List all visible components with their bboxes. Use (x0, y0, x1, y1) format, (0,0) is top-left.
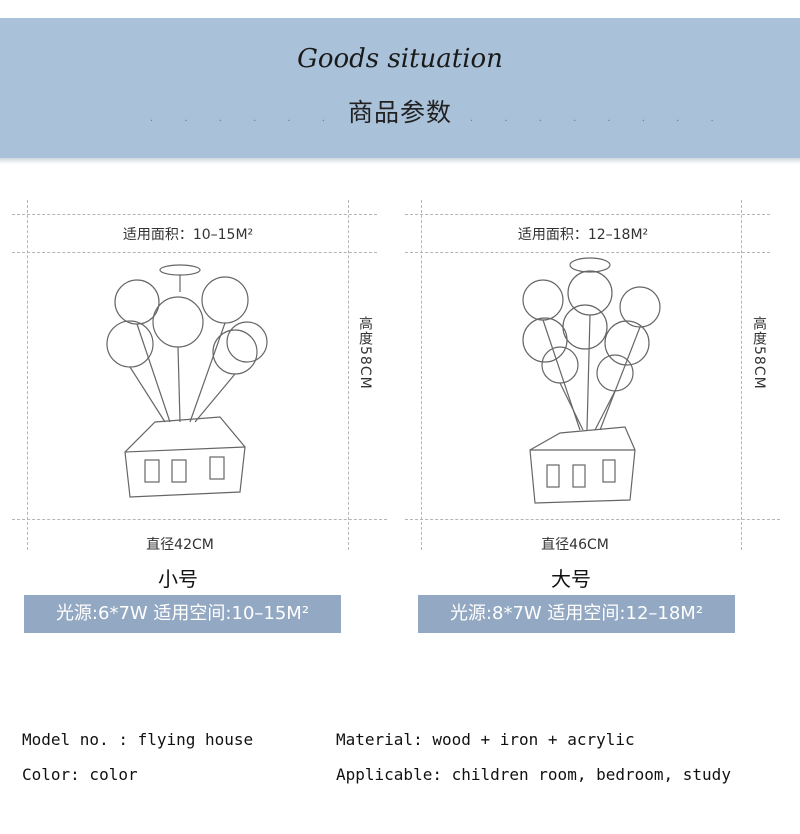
material-info: Material: wood + iron + acrylic (336, 730, 635, 749)
guide-line (421, 200, 422, 550)
balloon-house-lamp-small (106, 264, 268, 498)
spec-bar-small: 光源:6*7W 适用空间:10–15M² (24, 595, 341, 633)
decorative-dots-right: · · · · · · · · (470, 116, 728, 127)
guide-line (27, 200, 28, 550)
decorative-dots-left: · · · · · · · · (150, 116, 408, 127)
height-label: 高度58CM (357, 316, 373, 390)
header-banner (0, 18, 800, 160)
spec-bar-large: 光源:8*7W 适用空间:12–18M² (418, 595, 735, 633)
guide-line (405, 519, 780, 520)
area-label: 适用面积：12–18M² (517, 227, 649, 243)
height-label: 高度58CM (751, 316, 767, 390)
diameter-label: 直径46CM (541, 537, 609, 553)
size-name-large: 大号 (551, 567, 591, 591)
diameter-label: 直径42CM (146, 537, 214, 553)
guide-line (348, 200, 349, 550)
title-chinese: 商品参数 (347, 98, 452, 127)
banner-shadow (0, 158, 800, 164)
applicable-info: Applicable: children room, bedroom, stud… (336, 765, 731, 784)
guide-line (405, 214, 770, 215)
guide-line (12, 252, 377, 253)
balloon-house-lamp-large (522, 257, 661, 504)
guide-line (12, 214, 377, 215)
guide-line (741, 200, 742, 550)
guide-line (12, 519, 387, 520)
size-name-small: 小号 (158, 567, 198, 591)
model-info: Model no. : flying house (22, 730, 254, 749)
color-info: Color: color (22, 765, 138, 784)
area-label: 适用面积：10–15M² (122, 227, 254, 243)
title-english: Goods situation (297, 44, 503, 74)
guide-line (405, 252, 770, 253)
